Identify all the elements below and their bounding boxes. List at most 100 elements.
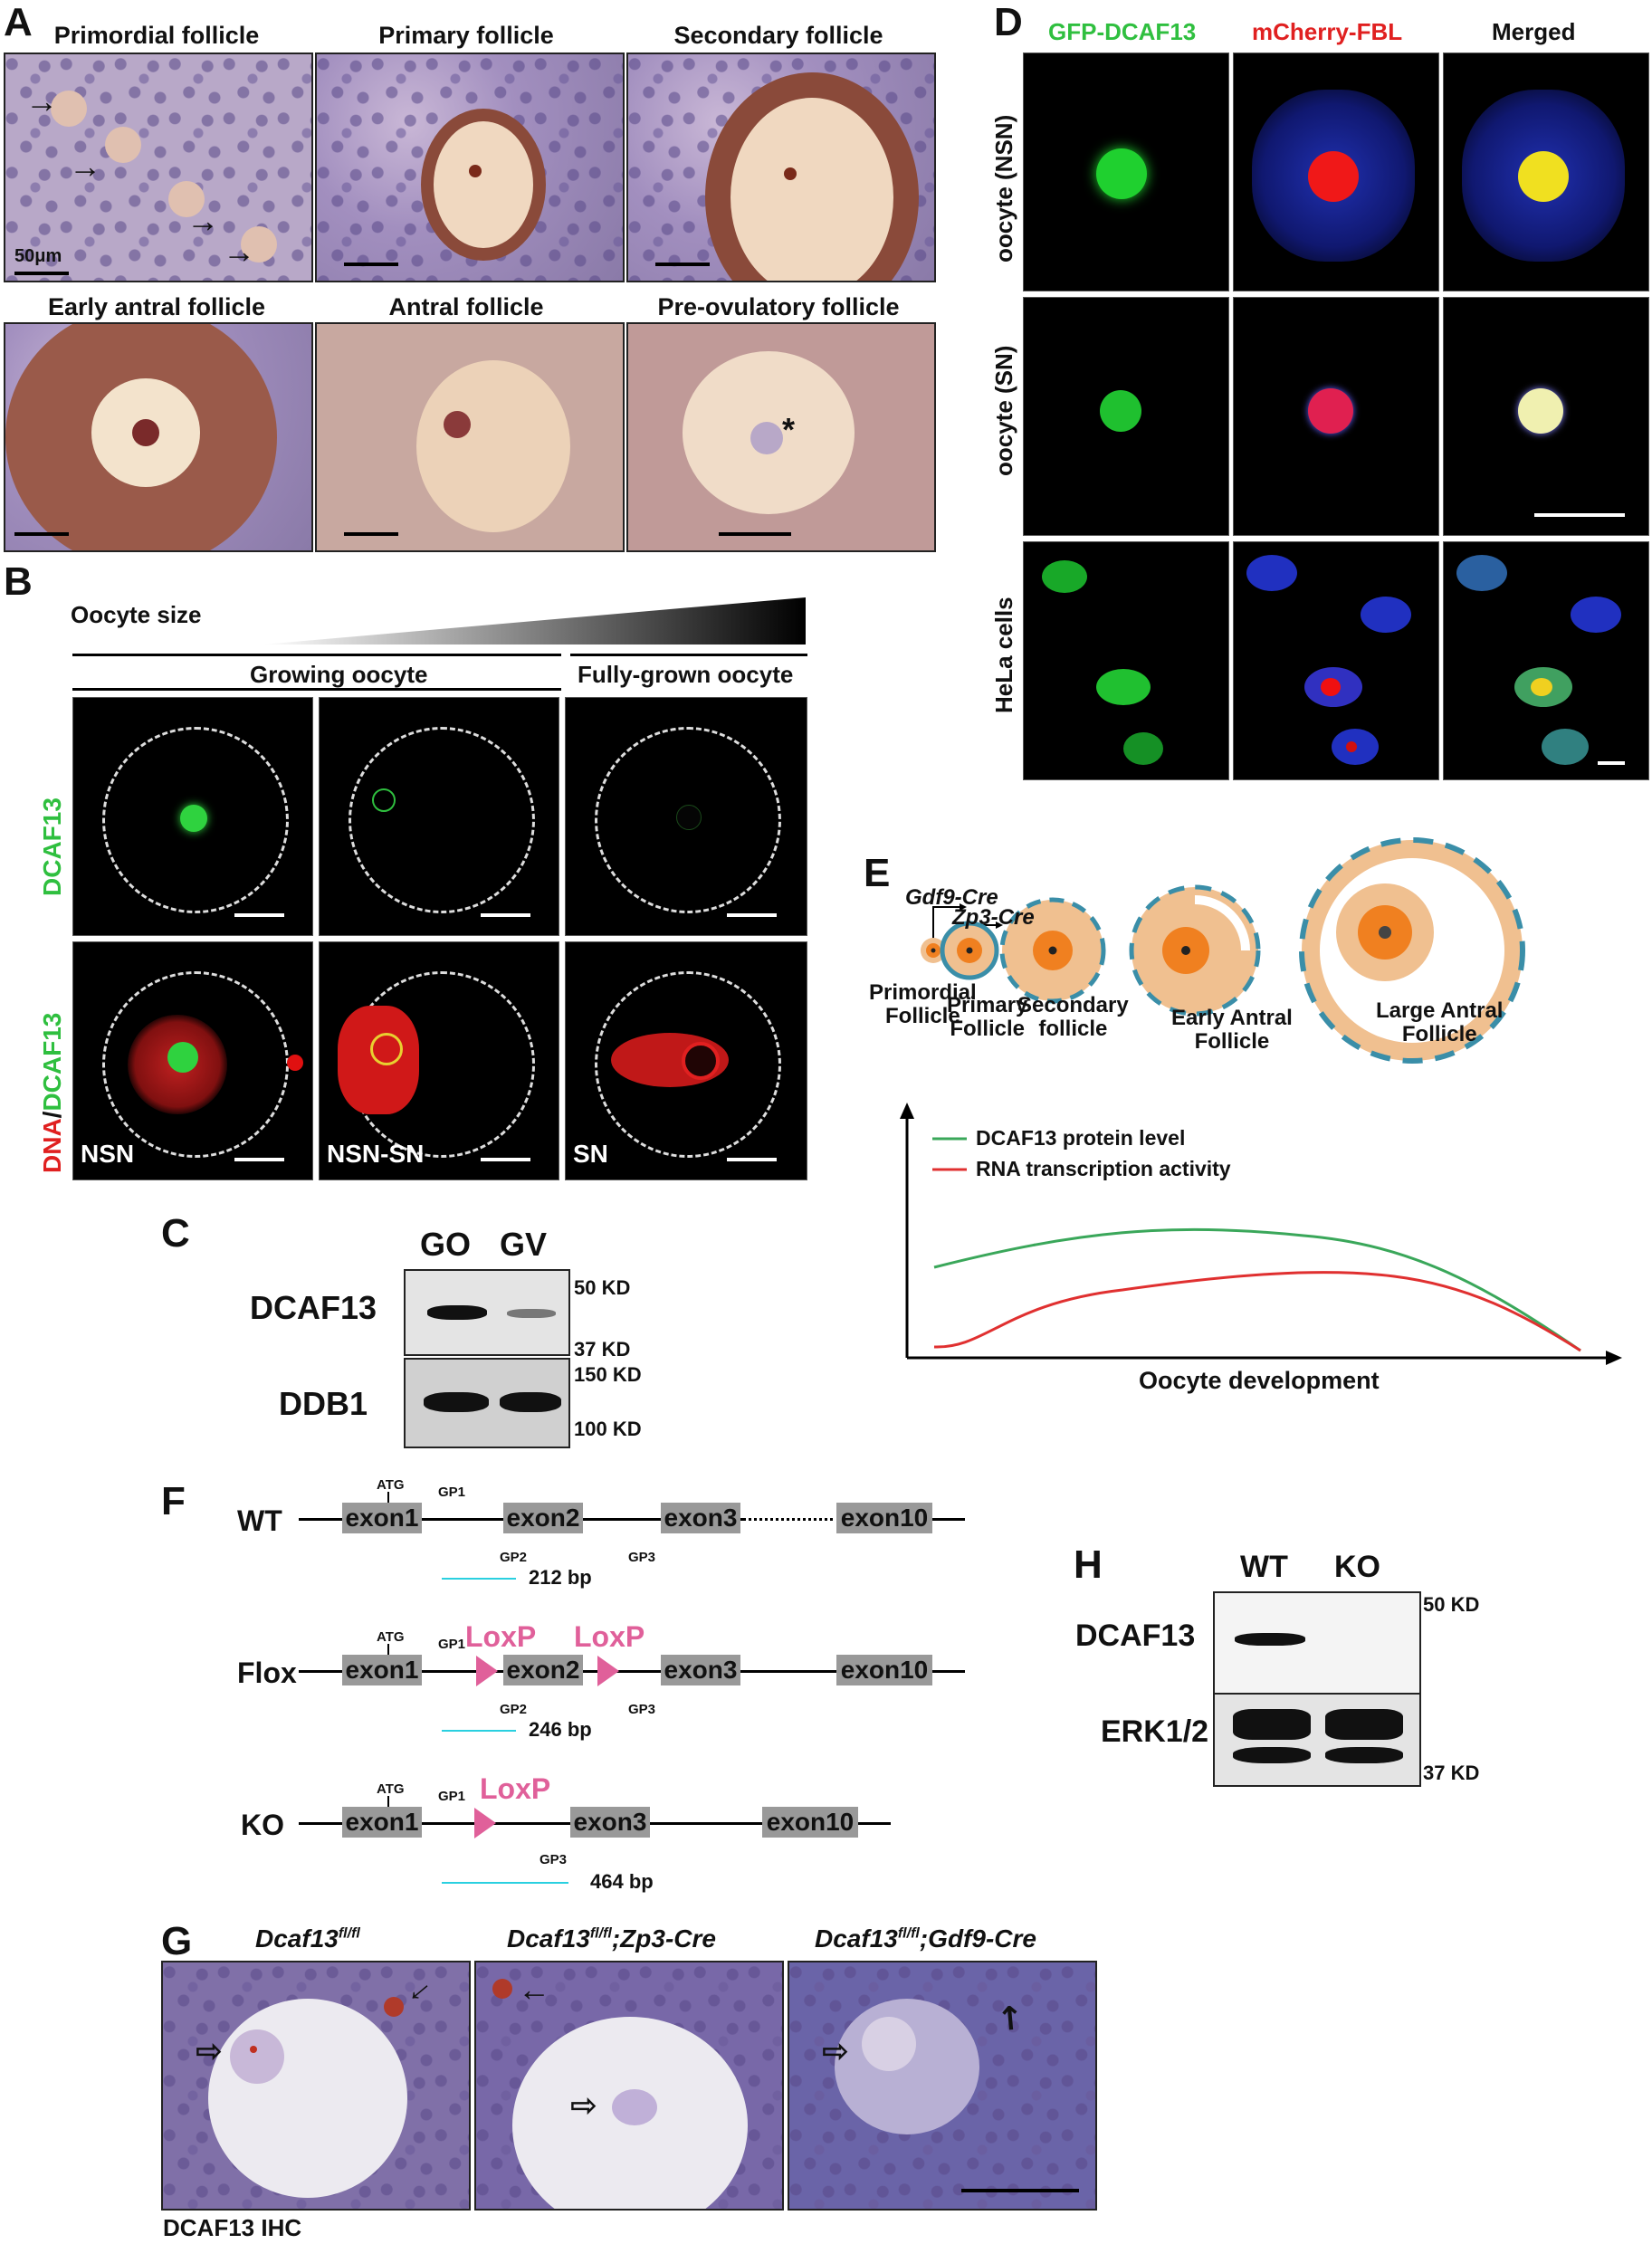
f-ko-product: 464 bp xyxy=(590,1870,654,1893)
d-row-sn: oocyte (SN) xyxy=(990,345,1017,476)
b-stage-sn: SN xyxy=(573,1140,608,1168)
panel-g-label: G xyxy=(161,1919,193,1963)
panel-f-label: F xyxy=(161,1479,186,1523)
f-flox-loxp-1: LoxP xyxy=(465,1620,537,1653)
a-image-secondary xyxy=(626,53,936,282)
f-wt-exon3: exon3 xyxy=(661,1503,740,1533)
f-wt-exon10: exon10 xyxy=(836,1503,932,1533)
d-img-r3c3 xyxy=(1443,541,1649,780)
d-img-r1c1 xyxy=(1023,53,1229,291)
a-image-primary xyxy=(315,53,625,282)
a-image-early-antral xyxy=(4,322,313,552)
e-stage-early-antral: Early Antral Follicle xyxy=(1171,1006,1293,1054)
b-img-r2c3: SN xyxy=(565,941,807,1180)
g-image-2: ← ⇨ xyxy=(474,1961,784,2211)
d-img-r2c2 xyxy=(1233,297,1439,536)
f-ko-loxp-triangle xyxy=(474,1808,496,1838)
panel-h-label: H xyxy=(1074,1542,1103,1587)
d-img-r1c2 xyxy=(1233,53,1439,291)
b-img-r1c1 xyxy=(72,697,313,936)
a-title-primordial: Primordial follicle xyxy=(53,22,260,49)
a-image-preovulatory: * xyxy=(626,322,936,552)
h-blot-erk xyxy=(1213,1693,1421,1787)
f-flox-exon10: exon10 xyxy=(836,1655,932,1685)
d-img-r3c2 xyxy=(1233,541,1439,780)
f-ko-exon3: exon3 xyxy=(570,1807,650,1838)
e-cre-gdf9: Gdf9-Cre xyxy=(905,885,998,910)
e-stage-primary: Primary Follicle xyxy=(947,993,1028,1041)
h-marker-37: 37 KD xyxy=(1423,1762,1480,1784)
d-row-nsn: oocyte (NSN) xyxy=(990,114,1017,263)
d-img-r1c3 xyxy=(1443,53,1649,291)
d-img-r2c1 xyxy=(1023,297,1229,536)
a-title-preovulatory: Pre-ovulatory follicle xyxy=(657,293,900,320)
c-blot-dcaf13 xyxy=(404,1269,570,1356)
f-row-ko: KO xyxy=(241,1809,284,1841)
b-group-full: Fully-grown oocyte xyxy=(578,661,794,688)
a-title-early-antral: Early antral follicle xyxy=(47,293,266,320)
g-image-1: ← ⇨ xyxy=(161,1961,471,2211)
f-ko-exon1: exon1 xyxy=(342,1807,422,1838)
a-title-antral: Antral follicle xyxy=(388,293,544,320)
g-image-3: ⇨ ↖ xyxy=(788,1961,1097,2211)
d-row-hela: HeLa cells xyxy=(990,597,1017,713)
f-flox-exon3: exon3 xyxy=(661,1655,740,1685)
a-scale-label: 50μm xyxy=(14,246,62,266)
h-lane-wt: WT xyxy=(1240,1550,1288,1584)
c-marker-37: 37 KD xyxy=(574,1338,631,1361)
h-marker-50: 50 KD xyxy=(1423,1593,1480,1616)
f-row-flox: Flox xyxy=(237,1657,297,1689)
g-title-3: Dcaf13fl/fl;Gdf9-Cre xyxy=(815,1924,1036,1953)
b-img-r1c2 xyxy=(319,697,559,936)
f-ko-atg: ATG xyxy=(377,1781,405,1797)
f-flox-exon1: exon1 xyxy=(342,1655,422,1685)
g-caption: DCAF13 IHC xyxy=(163,2214,302,2241)
f-flox-loxp-triangle-2 xyxy=(597,1656,619,1686)
f-wt-gp2: GP2 xyxy=(500,1550,528,1565)
panel-b-label: B xyxy=(4,559,33,604)
c-marker-100: 100 KD xyxy=(574,1418,642,1440)
f-flox-gp1: GP1 xyxy=(438,1637,466,1652)
e-stage-primordial: Primordial Follicle xyxy=(869,980,977,1028)
panel-d-label: D xyxy=(994,0,1023,44)
d-img-r2c3 xyxy=(1443,297,1649,536)
f-ko-loxp: LoxP xyxy=(480,1772,551,1805)
f-wt-gp3: GP3 xyxy=(628,1550,656,1565)
a-title-secondary: Secondary follicle xyxy=(673,22,883,49)
f-wt-gp1: GP1 xyxy=(438,1485,466,1500)
f-flox-atg: ATG xyxy=(377,1629,405,1645)
e-legend-protein: DCAF13 protein level xyxy=(976,1126,1186,1150)
g-title-2: Dcaf13fl/fl;Zp3-Cre xyxy=(507,1924,716,1953)
d-col-mcherry: mCherry-FBL xyxy=(1252,18,1403,45)
e-stage-large-antral: Large Antral Follicle xyxy=(1376,998,1504,1046)
g-title-1: Dcaf13fl/fl xyxy=(255,1924,360,1953)
c-marker-150: 150 KD xyxy=(574,1363,642,1386)
e-cre-zp3: Zp3-Cre xyxy=(952,905,1035,930)
f-wt-product: 212 bp xyxy=(529,1566,592,1589)
c-lane-go: GO xyxy=(420,1226,472,1263)
panel-e-label: E xyxy=(864,851,891,895)
f-flox-product: 246 bp xyxy=(529,1718,592,1741)
d-img-r3c1 xyxy=(1023,541,1229,780)
c-marker-50: 50 KD xyxy=(574,1276,631,1299)
f-flox-exon2: exon2 xyxy=(503,1655,583,1685)
d-col-merged: Merged xyxy=(1492,18,1576,45)
h-row-erk: ERK1/2 xyxy=(1101,1714,1209,1749)
f-wt-exon1: exon1 xyxy=(342,1503,422,1533)
c-blot-ddb1 xyxy=(404,1358,570,1448)
f-ko-exon10: exon10 xyxy=(762,1807,858,1838)
c-row-dcaf13: DCAF13 xyxy=(250,1289,377,1326)
f-flox-loxp-triangle-1 xyxy=(476,1656,498,1686)
b-img-r2c1: NSN xyxy=(72,941,313,1180)
h-row-dcaf13: DCAF13 xyxy=(1075,1619,1196,1653)
f-wt-atg: ATG xyxy=(377,1477,405,1493)
b-row2-label: DNA/DCAF13 xyxy=(38,1012,66,1173)
d-col-gfp: GFP-DCAF13 xyxy=(1048,18,1197,45)
e-schematic xyxy=(900,837,1622,1365)
f-flox-gp3: GP3 xyxy=(628,1702,656,1717)
f-flox-gp2: GP2 xyxy=(500,1702,528,1717)
b-group-growing: Growing oocyte xyxy=(250,661,428,688)
a-title-primary: Primary follicle xyxy=(378,22,554,49)
e-legend-rna: RNA transcription activity xyxy=(976,1157,1231,1180)
a-image-primordial: → → → → 50μm xyxy=(4,53,313,282)
